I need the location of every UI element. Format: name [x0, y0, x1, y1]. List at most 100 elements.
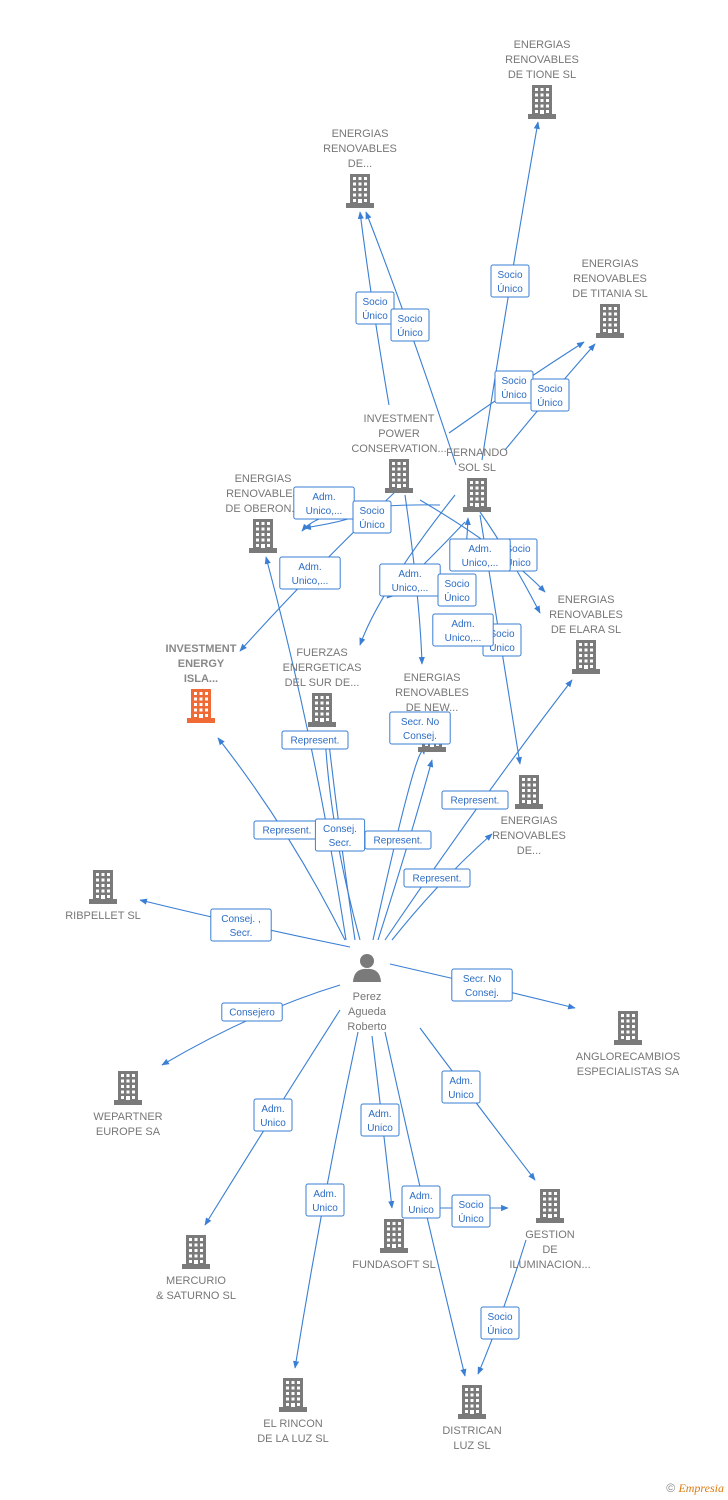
node-label-line: DE NEW...	[406, 702, 459, 714]
relation-label-box	[281, 730, 349, 750]
relation-label-text: Unico,...	[462, 558, 499, 569]
building-icon	[249, 519, 277, 553]
relation-label-text: Represent.	[413, 874, 462, 885]
node-label-line: ENERGIAS	[501, 815, 558, 827]
relation-label-text: Adm.	[368, 1109, 391, 1120]
relation-label-box	[221, 1002, 283, 1022]
relation-label[interactable]: Adm. Unico,...	[379, 563, 441, 597]
relation-label-text: Unico,...	[292, 576, 329, 587]
relation-label[interactable]: Adm.Unico,...	[279, 556, 341, 590]
relation-label-box	[253, 1098, 293, 1132]
relation-label-text: Único	[497, 282, 523, 295]
node-label-line: RIBPELLET SL	[65, 910, 141, 922]
building-icon	[463, 478, 491, 512]
node-label-line: FERNANDO	[446, 447, 508, 459]
company-node-ribpellet[interactable]: RIBPELLET SL	[65, 870, 141, 922]
relation-label[interactable]: Adm.Unico,...	[293, 486, 355, 520]
relation-label-box	[432, 613, 494, 647]
relation-label-box	[355, 291, 395, 325]
relation-label[interactable]: Adm.Unico,...	[449, 538, 511, 572]
relation-label[interactable]: Adm.Unico	[305, 1183, 345, 1217]
building-icon	[114, 1071, 142, 1105]
relation-label[interactable]: Represent.	[253, 820, 321, 840]
node-label-line: ISLA...	[184, 673, 218, 685]
relation-label[interactable]: Consejero	[221, 1002, 283, 1022]
relation-label-text: Socio	[487, 1312, 512, 1323]
node-label-line: ENERGIAS	[514, 39, 571, 51]
node-label-line: Roberto	[347, 1021, 386, 1033]
relation-label-text: Adm.	[409, 1191, 432, 1202]
node-label-line: & SATURNO SL	[156, 1290, 236, 1302]
relation-label[interactable]: Adm.Unico	[401, 1185, 441, 1219]
relation-label-text: Socio	[458, 1200, 483, 1211]
relation-label[interactable]: Consej. ,Secr.	[210, 908, 272, 942]
building-icon	[346, 174, 374, 208]
relation-label-text: Unico	[367, 1123, 393, 1134]
relation-label[interactable]: Represent.	[364, 830, 432, 850]
footer-brand[interactable]: © Empresia	[666, 1481, 724, 1496]
company-node-fundasoft[interactable]: FUNDASOFT SL	[352, 1219, 436, 1271]
relation-label-text: Adm.	[398, 569, 421, 580]
company-node-de2[interactable]: ENERGIASRENOVABLESDE...	[492, 775, 566, 857]
relation-label[interactable]: Represent.	[403, 868, 471, 888]
relation-label[interactable]: Adm.Unico	[253, 1098, 293, 1132]
relation-label-text: Secr. No	[401, 717, 440, 728]
node-label-line: WEPARTNER	[93, 1111, 162, 1123]
node-label-line: LUZ SL	[453, 1440, 490, 1452]
company-node-ipc[interactable]: INVESTMENTPOWERCONSERVATION...	[351, 413, 447, 493]
building-icon	[279, 1378, 307, 1412]
company-node-iei[interactable]: INVESTMENTENERGYISLA...	[166, 643, 237, 723]
relation-label-text: Adm.	[261, 1104, 284, 1115]
node-label-line: ENERGETICAS	[283, 662, 362, 674]
relation-label[interactable]: Adm.Unico	[441, 1070, 481, 1104]
relation-label[interactable]: Adm. Unico	[360, 1103, 400, 1137]
building-icon	[596, 304, 624, 338]
node-label-line: RENOVABLES	[395, 687, 469, 699]
company-node-gestion[interactable]: GESTIONDEILUMINACION...	[509, 1189, 591, 1271]
company-node-de1[interactable]: ENERGIASRENOVABLESDE...	[323, 128, 397, 208]
relation-label[interactable]: Adm.Unico,...	[432, 613, 494, 647]
node-label-line: DE TITANIA SL	[572, 288, 647, 300]
node-label-line: ENERGY	[178, 658, 225, 670]
relation-label-text: Represent.	[263, 826, 312, 837]
relation-label[interactable]: Represent.	[281, 730, 349, 750]
relation-label[interactable]: Consej.Secr.	[314, 818, 366, 852]
node-label-line: ENERGIAS	[404, 672, 461, 684]
building-icon	[458, 1385, 486, 1419]
relation-label-box	[490, 264, 530, 298]
company-node-mercurio[interactable]: MERCURIO& SATURNO SL	[156, 1235, 236, 1302]
relation-label-text: Único	[505, 556, 531, 569]
relation-label-text: Secr.	[230, 928, 253, 939]
node-label-line: ANGLORECAMBIOS	[576, 1051, 681, 1063]
relation-label-text: Unico,...	[445, 633, 482, 644]
node-label-line: POWER	[378, 428, 420, 440]
relation-label-text: Socio	[397, 314, 422, 325]
relation-label[interactable]: Represent.	[441, 790, 509, 810]
relation-label-box	[451, 968, 513, 1002]
relation-label-text: Unico,...	[392, 583, 429, 594]
